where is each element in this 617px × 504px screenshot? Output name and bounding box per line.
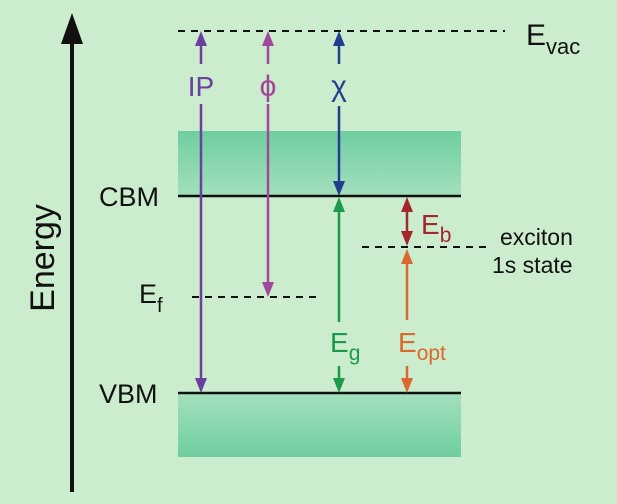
vacuum-level-label: Evac	[526, 19, 580, 59]
optical-gap-label: Eopt	[398, 327, 446, 365]
vbm-label: VBM	[99, 379, 158, 409]
ionization-potential-label: IP	[188, 71, 214, 102]
work-function-label: ϕ	[260, 70, 277, 103]
band-gap-arrow	[333, 197, 345, 393]
fermi-level-label: Ef	[139, 279, 163, 317]
exciton-label: exciton 1s state	[492, 224, 579, 278]
energy-axis-arrowhead	[61, 13, 83, 44]
exciton-binding-energy-arrow	[401, 197, 413, 246]
conduction-band	[178, 131, 461, 196]
electron-affinity-label: χ	[331, 70, 347, 103]
band-gap-label: Eg	[330, 327, 360, 365]
exciton-binding-energy-label: Eb	[421, 209, 451, 247]
ionization-potential-arrow	[195, 31, 207, 393]
valence-band	[178, 393, 461, 457]
cbm-label: CBM	[99, 182, 159, 212]
work-function-arrow	[262, 31, 274, 297]
electron-affinity-arrow	[333, 31, 345, 196]
energy-axis-label: Energy	[24, 204, 62, 312]
optical-gap-arrow	[401, 249, 413, 393]
